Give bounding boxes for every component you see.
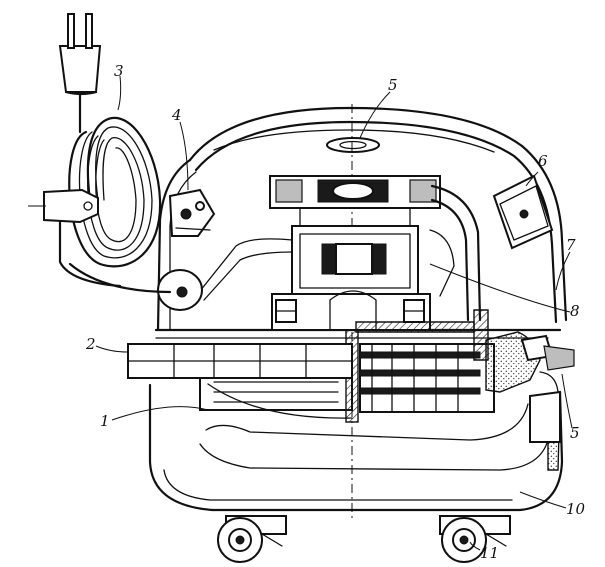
front-handle	[127, 343, 353, 379]
top-handle-knob	[326, 137, 380, 153]
leader-lines	[95, 75, 573, 551]
internal-ducts	[195, 184, 482, 322]
power-switch	[168, 188, 216, 237]
callout-labels: 1 2 3 4 5 6 7 8 5 10 11	[85, 62, 586, 562]
callout-2: 2	[85, 335, 96, 353]
dust-filter-assembly	[199, 329, 495, 423]
callout-3: 3	[114, 62, 124, 80]
dust-bag-cover	[492, 174, 554, 250]
callout-1: 1	[100, 412, 110, 430]
callout-4: 4	[171, 106, 182, 124]
callout-7: 7	[566, 236, 576, 254]
wheels	[217, 515, 511, 563]
callout-11: 11	[480, 544, 499, 562]
callout-10: 10	[566, 500, 586, 518]
callout-5-top: 5	[388, 76, 398, 94]
cord-grommet	[157, 269, 203, 311]
callout-8: 8	[570, 302, 580, 320]
callout-6: 6	[538, 152, 548, 170]
right-wheel	[439, 515, 511, 563]
hose-nozzle	[520, 334, 575, 443]
left-wheel	[217, 515, 287, 563]
electric-motor	[269, 175, 441, 331]
power-cord-with-plug	[28, 13, 172, 294]
callout-5-side: 5	[570, 424, 580, 442]
